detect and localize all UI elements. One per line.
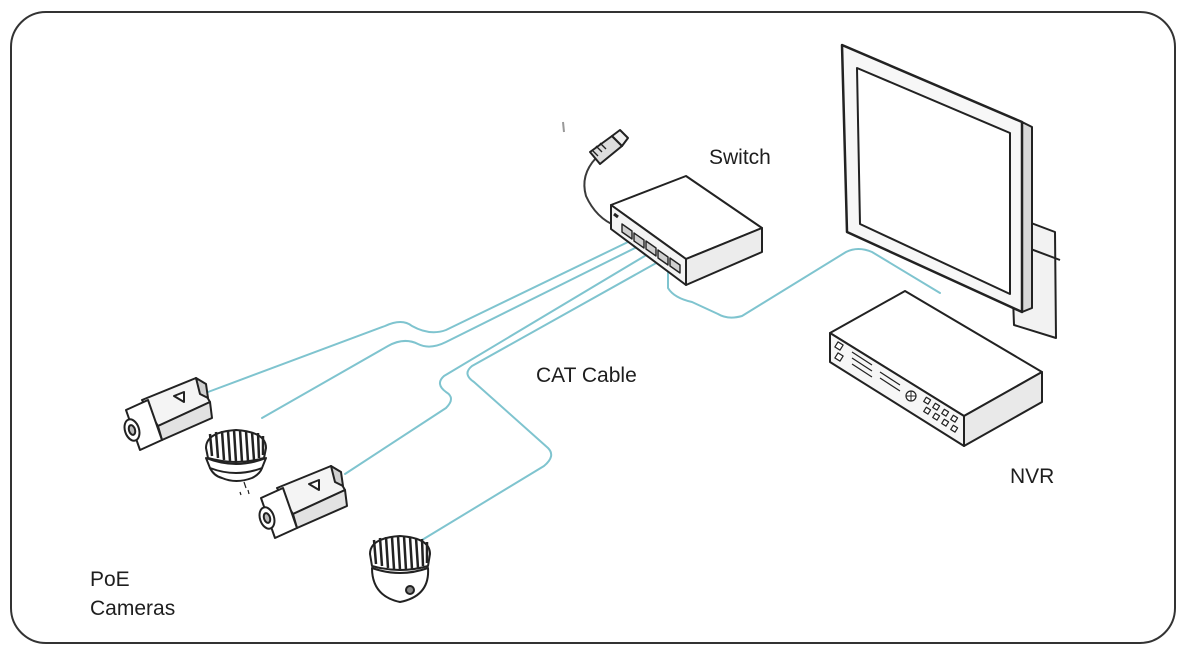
nvr-label: NVR (1010, 465, 1055, 488)
dome-camera-icon (369, 535, 431, 603)
plug-mark (562, 121, 565, 133)
poe-label-line-2: Cameras (90, 597, 176, 620)
nvr-recorder-icon (829, 290, 1043, 447)
cat-cable-label: CAT Cable (536, 364, 637, 387)
bullet-camera-icon (123, 377, 213, 451)
poe-label-line-1: PoE (90, 568, 130, 591)
poe-cameras-label: PoE Cameras (90, 565, 175, 623)
dome-camera-icon (205, 429, 267, 496)
bullet-camera-icon (258, 465, 348, 539)
switch-label: Switch (709, 146, 771, 169)
power-cord (583, 157, 617, 227)
power-plug-icon (589, 129, 629, 165)
switch-icon (610, 175, 763, 286)
cable-camera-3 (344, 253, 649, 475)
cable-switch-nvr (667, 248, 941, 319)
cable-camera-1 (207, 241, 629, 393)
cat-cables (207, 157, 941, 541)
monitor-icon (840, 43, 1061, 339)
cable-camera-4 (421, 261, 659, 541)
cable-camera-2 (261, 246, 638, 419)
